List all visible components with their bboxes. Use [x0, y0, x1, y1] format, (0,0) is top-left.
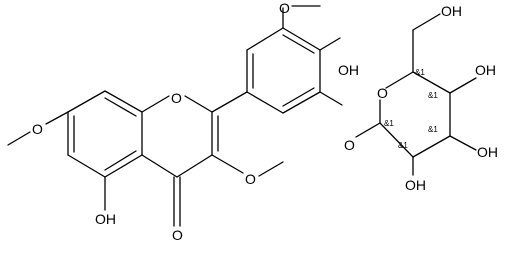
atom-o-chromone-ring: O	[171, 90, 182, 106]
bond-c2-b1	[211, 91, 248, 113]
stereo-label-c2: &1	[398, 141, 408, 150]
bond-b-oh	[319, 37, 341, 51]
bond-c5	[141, 154, 178, 178]
bond-a1	[67, 90, 106, 113]
bond-c3-oh	[449, 135, 477, 151]
bond-o-aromatic-left	[45, 111, 69, 125]
bond-methyl-left	[7, 131, 31, 146]
atom-o-carbonyl: O	[172, 227, 183, 243]
bond-a4-inner	[104, 150, 137, 171]
bond-b3-inner	[282, 34, 315, 54]
bond-s6	[379, 122, 414, 158]
bond-b2	[246, 27, 284, 51]
bond-c1	[141, 95, 170, 113]
atom-labels: O O O OH O OH OH OH OH O O OH O	[32, 0, 498, 243]
atom-oh-phenol: OH	[338, 62, 359, 78]
atom-oh-c3: OH	[477, 144, 498, 160]
atom-o-sugar-ring: O	[377, 85, 388, 101]
atom-o-glycosidic: O	[344, 137, 355, 153]
bond-b5-inner	[282, 87, 315, 107]
bond-c3-o	[211, 154, 244, 174]
bond-s3	[412, 71, 451, 94]
atom-oh-c4: OH	[475, 62, 496, 78]
bond-a2-inner	[104, 97, 137, 117]
bond-s5	[412, 135, 451, 158]
stereo-label-c4: &1	[428, 91, 438, 100]
stereo-label-c5: &1	[415, 68, 425, 77]
stereo-label-c3: &1	[428, 125, 438, 134]
bond-a2	[104, 90, 143, 113]
bond-b3	[282, 27, 321, 51]
bond-b-o-glyco	[319, 91, 343, 106]
bond-ch2-oh	[412, 13, 441, 31]
atom-o-methoxy-c3: O	[245, 171, 256, 187]
atom-o-methoxy-top: O	[279, 0, 290, 16]
bond-c3-o-methyl	[258, 161, 284, 177]
stereo-label-c1: &1	[384, 119, 394, 128]
bond-b6	[246, 91, 284, 114]
atom-oh-c2: OH	[405, 177, 426, 193]
atom-o-methoxy-left: O	[32, 121, 43, 137]
bond-a4	[104, 154, 143, 178]
atom-oh-c5: OH	[95, 211, 116, 227]
bond-o-c1-sugar	[355, 122, 381, 138]
stereo-labels: &1 &1 &1 &1 &1	[384, 68, 438, 150]
bond-b5	[282, 91, 321, 114]
atom-oh-ch2: OH	[441, 3, 462, 19]
bond-a5	[67, 154, 106, 178]
bond-c4	[176, 154, 213, 178]
bond-c2	[184, 95, 213, 113]
bonds	[7, 5, 477, 227]
bond-c4-oh	[449, 77, 477, 94]
bond-s2	[385, 71, 414, 89]
